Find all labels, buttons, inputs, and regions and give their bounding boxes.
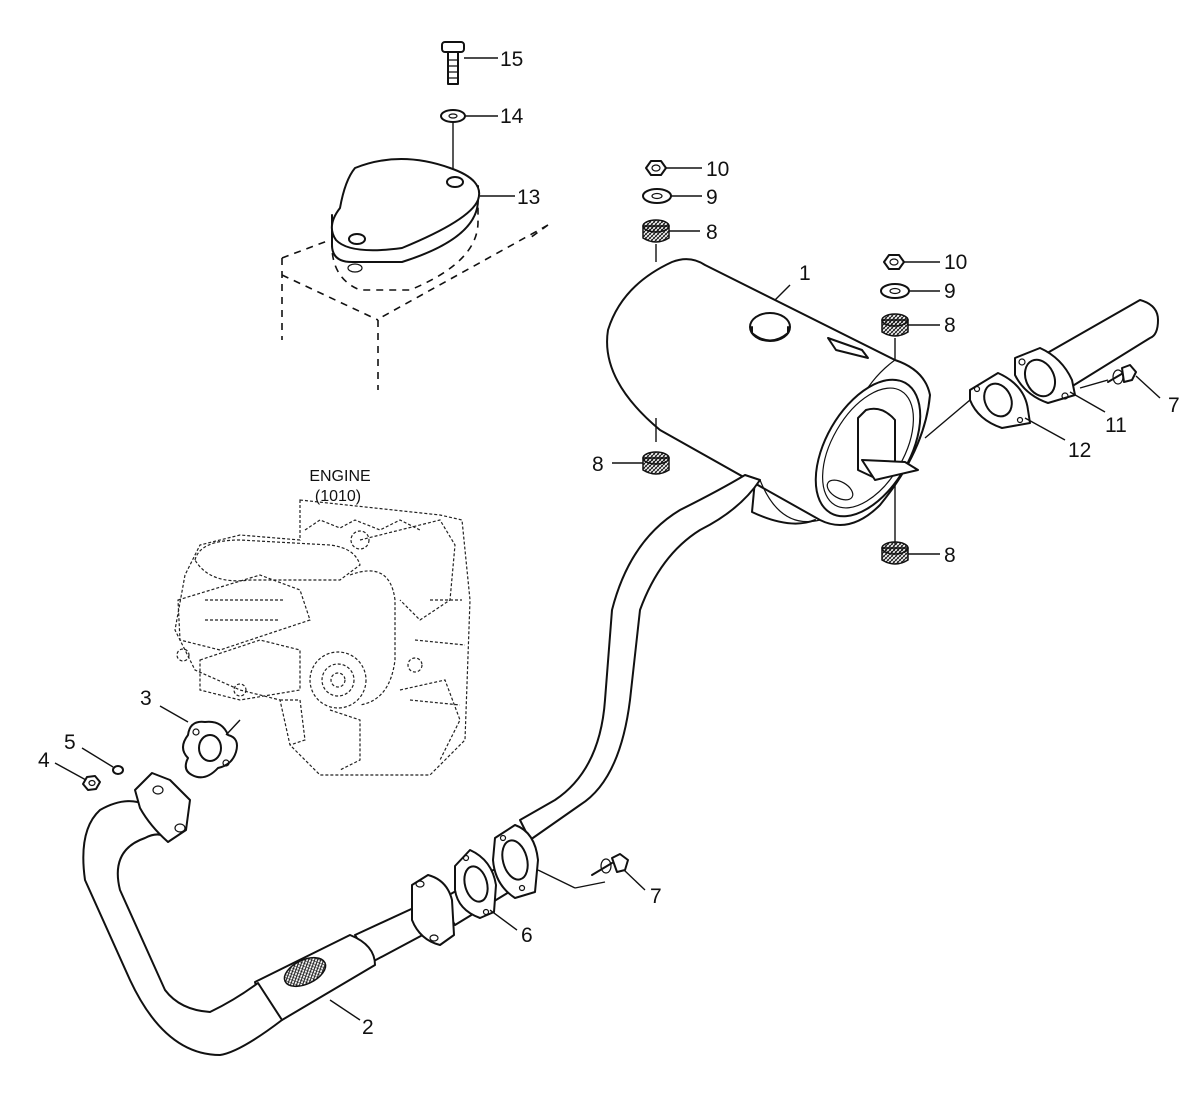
callout-2: 2 bbox=[362, 1016, 374, 1039]
gasket-part-12 bbox=[924, 372, 1066, 441]
callout-6: 6 bbox=[521, 924, 533, 947]
callout-8-upper: 8 bbox=[706, 221, 718, 244]
tail-pipe-part-11 bbox=[1014, 299, 1159, 413]
engine-label-name: ENGINE bbox=[309, 468, 370, 485]
washer-part-5 bbox=[81, 747, 124, 775]
washer-part-9-right bbox=[880, 283, 940, 299]
engine-illustration bbox=[174, 499, 471, 776]
callout-9-right: 9 bbox=[944, 280, 956, 303]
callout-3: 3 bbox=[140, 687, 152, 710]
callout-8-left: 8 bbox=[592, 453, 604, 476]
callout-8-right: 8 bbox=[944, 314, 956, 337]
gasket-part-6 bbox=[454, 849, 518, 931]
callout-9-upper: 9 bbox=[706, 186, 718, 209]
cap-part-13 bbox=[281, 158, 549, 390]
callout-1: 1 bbox=[799, 262, 811, 285]
callout-10-upper: 10 bbox=[706, 158, 729, 181]
rubber-mount-part-8-left bbox=[612, 451, 670, 475]
washer-part-14 bbox=[440, 109, 498, 180]
bolt-part-15 bbox=[441, 41, 498, 85]
callout-4: 4 bbox=[38, 749, 50, 772]
callout-12: 12 bbox=[1068, 439, 1091, 462]
pipe-flange-muffler-inlet bbox=[492, 824, 576, 899]
engine-label-code: (1010) bbox=[315, 488, 361, 505]
callout-10-right: 10 bbox=[944, 251, 967, 274]
nut-part-10-right bbox=[883, 254, 940, 270]
muffler-part-1 bbox=[606, 258, 931, 526]
callout-7-lower: 7 bbox=[650, 885, 662, 908]
washer-part-9-upper bbox=[642, 188, 702, 204]
callout-14: 14 bbox=[500, 105, 524, 128]
callout-15: 15 bbox=[500, 48, 523, 71]
callout-13: 13 bbox=[517, 186, 540, 209]
gasket-part-3 bbox=[159, 705, 241, 779]
bolt-part-7-right bbox=[1079, 364, 1161, 399]
callout-7-right: 7 bbox=[1168, 394, 1180, 417]
rubber-mount-part-8-upper bbox=[642, 219, 700, 262]
nut-part-4 bbox=[54, 762, 101, 791]
callout-11: 11 bbox=[1105, 414, 1127, 437]
callout-5: 5 bbox=[64, 731, 76, 754]
rubber-mount-part-8-lower bbox=[881, 541, 940, 565]
bolt-part-7-lower bbox=[574, 853, 646, 891]
nut-part-10-upper bbox=[645, 160, 702, 176]
callout-8-lower: 8 bbox=[944, 544, 956, 567]
